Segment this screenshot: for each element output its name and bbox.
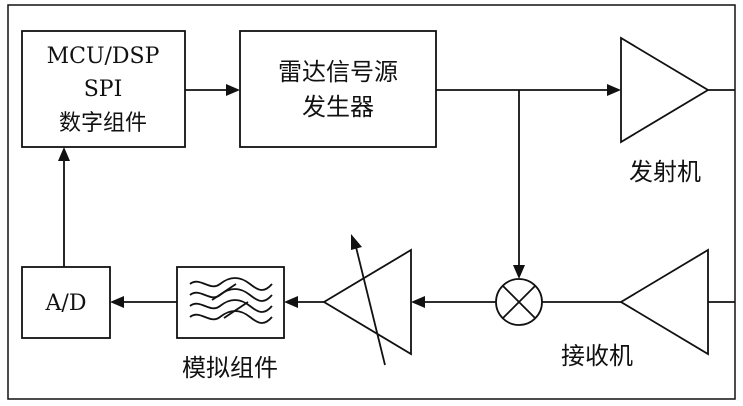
ad-label: A/D <box>45 291 87 316</box>
mcu-line-2: SPI <box>84 77 123 102</box>
analog-filter-block <box>176 266 285 339</box>
arrowhead-to-mcu <box>58 147 70 161</box>
receiver-label: 接收机 <box>561 342 633 370</box>
transmitter-amplifier <box>620 36 710 144</box>
arrowhead-to-ad <box>110 296 124 308</box>
transmitter-label: 发射机 <box>629 158 701 186</box>
analog-components-label: 模拟组件 <box>182 354 278 382</box>
source-line-1: 雷达信号源 <box>278 58 398 86</box>
arrowhead-to-transmitter <box>607 84 621 96</box>
arrowhead-to-source <box>226 84 240 96</box>
mcu-dsp-block: MCU/DSP SPI 数字组件 <box>21 30 186 148</box>
radar-signal-source-block: 雷达信号源 发生器 <box>239 30 437 148</box>
receiver-amplifier <box>619 248 709 356</box>
arrowhead-to-mixer <box>513 265 525 279</box>
mixer <box>495 278 543 326</box>
mcu-line-3: 数字组件 <box>59 111 147 136</box>
arrowhead-to-vga <box>411 296 425 308</box>
arrowhead-to-filter <box>284 296 298 308</box>
mcu-line-1: MCU/DSP <box>47 44 160 69</box>
variable-gain-amplifier <box>322 234 412 366</box>
ad-converter-block: A/D <box>21 266 111 339</box>
source-line-2: 发生器 <box>302 93 374 121</box>
outer-frame <box>7 4 736 400</box>
